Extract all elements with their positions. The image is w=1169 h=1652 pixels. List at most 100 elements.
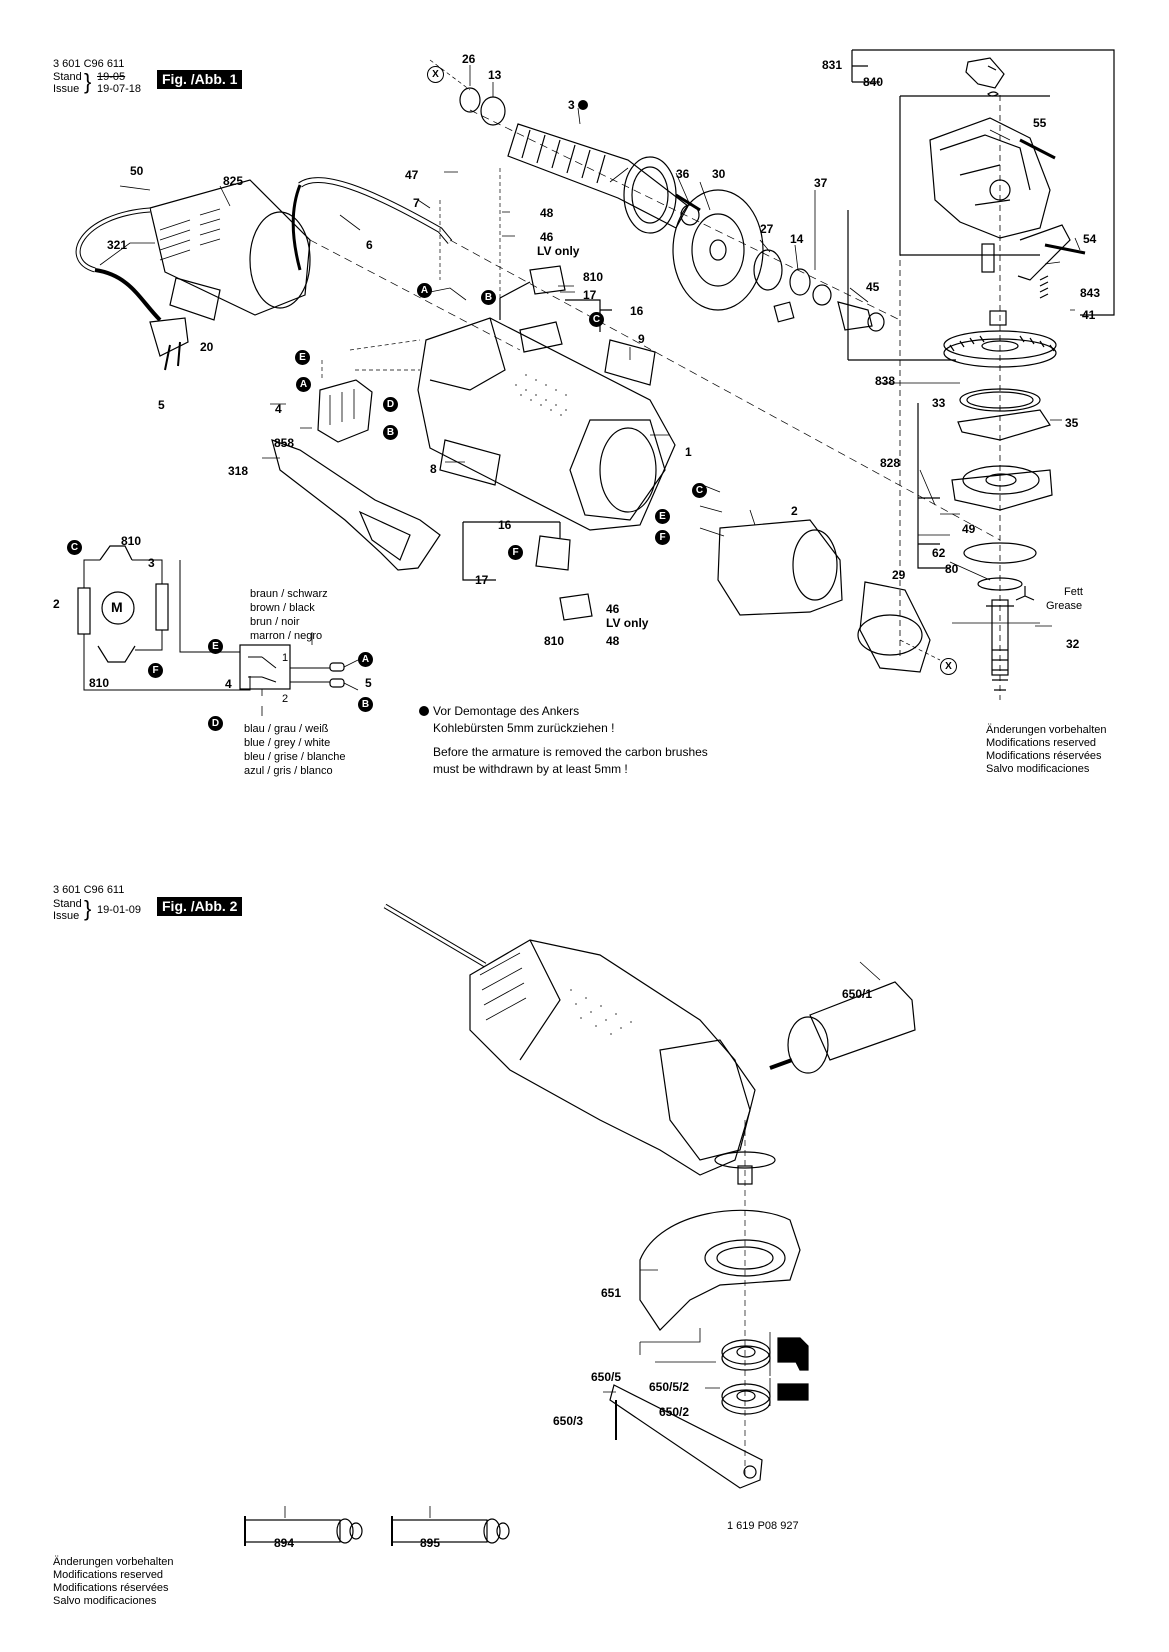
grease-label: Grease bbox=[1046, 600, 1083, 612]
stand-label-2: Stand bbox=[53, 898, 82, 910]
wire-colors-top-0: braun / schwarz bbox=[250, 588, 328, 600]
lv-only-bottom: LV only bbox=[606, 616, 649, 630]
part-4: 4 bbox=[275, 402, 282, 416]
modifications-1-fr: Modifications réservées bbox=[986, 750, 1102, 762]
part-36: 36 bbox=[676, 167, 690, 181]
wiring-2: 2 bbox=[53, 597, 60, 611]
wiring-marker-c: C bbox=[67, 540, 82, 555]
part-37: 37 bbox=[814, 176, 828, 190]
marker-x-top: X bbox=[427, 66, 444, 83]
marker-b-switch: B bbox=[383, 425, 398, 440]
part-810-bottom: 810 bbox=[544, 634, 565, 648]
marker-b-top: B bbox=[481, 290, 496, 305]
part-321: 321 bbox=[107, 238, 128, 252]
part-30: 30 bbox=[712, 167, 726, 181]
brace-1: } bbox=[84, 69, 92, 94]
part-29: 29 bbox=[892, 568, 906, 582]
part-7: 7 bbox=[413, 196, 420, 210]
part-843: 843 bbox=[1080, 286, 1101, 300]
wire-colors-top-1: brown / black bbox=[250, 602, 315, 614]
issue-date-2: 19-01-09 bbox=[97, 904, 142, 916]
part-1: 1 bbox=[685, 445, 692, 459]
modifications-2-es: Salvo modificaciones bbox=[53, 1595, 157, 1607]
wire-colors-bottom-2: bleu / grise / blanche bbox=[244, 751, 346, 763]
part-45: 45 bbox=[866, 280, 880, 294]
modifications-2-fr: Modifications réservées bbox=[53, 1582, 169, 1594]
wiring-5: 5 bbox=[365, 676, 372, 690]
part-50: 50 bbox=[130, 164, 144, 178]
part-33: 33 bbox=[932, 396, 946, 410]
part-651: 651 bbox=[601, 1286, 622, 1300]
modifications-1-de: Änderungen vorbehalten bbox=[986, 724, 1107, 736]
part-9: 9 bbox=[638, 332, 645, 346]
marker-c-top: C bbox=[589, 312, 604, 327]
motor-symbol: M bbox=[111, 599, 123, 615]
wire-colors-bottom-3: azul / gris / blanco bbox=[244, 765, 333, 777]
modifications-1-en: Modifications reserved bbox=[986, 737, 1097, 749]
fig-label-1: Fig. /Abb. 1 bbox=[157, 70, 243, 89]
part-14: 14 bbox=[790, 232, 804, 246]
wiring-810-top: 810 bbox=[121, 534, 142, 548]
wire-colors-top-2: brun / noir bbox=[250, 616, 300, 628]
wiring-marker-d: D bbox=[208, 716, 223, 731]
part-840: 840 bbox=[863, 75, 884, 89]
issue-label-1: Issue bbox=[53, 83, 80, 95]
part-16-top: 16 bbox=[630, 304, 644, 318]
wiring-marker-e: E bbox=[208, 639, 223, 654]
brace-2: } bbox=[84, 896, 92, 921]
part-54: 54 bbox=[1083, 232, 1097, 246]
fett-label: Fett bbox=[1064, 586, 1083, 598]
part-46-top: 46 bbox=[540, 230, 554, 244]
part-number-2: 3 601 C96 611 bbox=[53, 884, 125, 896]
marker-a-switch: A bbox=[296, 377, 311, 392]
part-318: 318 bbox=[228, 464, 249, 478]
part-8: 8 bbox=[430, 462, 437, 476]
wiring-4: 4 bbox=[225, 677, 232, 691]
note-de-1: Vor Demontage des Ankers bbox=[419, 704, 579, 718]
part-47: 47 bbox=[405, 168, 419, 182]
part-55: 55 bbox=[1033, 116, 1047, 130]
lv-only-top: LV only bbox=[537, 244, 580, 258]
marker-d-switch: D bbox=[383, 397, 398, 412]
marker-f-brush: F bbox=[508, 545, 523, 560]
part-6: 6 bbox=[366, 238, 373, 252]
part-49: 49 bbox=[962, 522, 976, 536]
part-650-1: 650/1 bbox=[842, 987, 873, 1001]
part-858: 858 bbox=[274, 436, 295, 450]
part-17-top: 17 bbox=[583, 288, 597, 302]
wire-colors-top-3: marron / negro bbox=[250, 630, 323, 642]
wiring-marker-f: F bbox=[148, 663, 163, 678]
wiring-marker-a: A bbox=[358, 652, 373, 667]
part-35: 35 bbox=[1065, 416, 1079, 430]
part-46-bottom: 46 bbox=[606, 602, 620, 616]
part-650-2: 650/2 bbox=[659, 1405, 690, 1419]
part-810-top: 810 bbox=[583, 270, 604, 284]
note-de-2: Kohlebürsten 5mm zurückziehen ! bbox=[433, 721, 615, 735]
part-13: 13 bbox=[488, 68, 502, 82]
modifications-2-de: Änderungen vorbehalten bbox=[53, 1556, 174, 1568]
part-27: 27 bbox=[760, 222, 774, 236]
part-48-bottom: 48 bbox=[606, 634, 620, 648]
part-650-5-2: 650/5/2 bbox=[649, 1380, 690, 1394]
part-650-3: 650/3 bbox=[553, 1414, 584, 1428]
wiring-marker-b: B bbox=[358, 697, 373, 712]
part-26: 26 bbox=[462, 52, 476, 66]
wire-colors-bottom-1: blue / grey / white bbox=[244, 737, 331, 749]
part-41: 41 bbox=[1082, 308, 1096, 322]
part-825: 825 bbox=[223, 174, 244, 188]
wiring-3: 3 bbox=[148, 556, 155, 570]
fig-label-2: Fig. /Abb. 2 bbox=[157, 897, 243, 916]
part-5: 5 bbox=[158, 398, 165, 412]
stand-date-1: 19-05 bbox=[97, 71, 126, 83]
terminal-2: 2 bbox=[282, 693, 289, 705]
note-en-1: Before the armature is removed the carbo… bbox=[433, 745, 708, 759]
marker-x-bottom: X bbox=[940, 658, 957, 675]
part-20: 20 bbox=[200, 340, 214, 354]
part-16-bottom: 16 bbox=[498, 518, 512, 532]
stand-label-1: Stand bbox=[53, 71, 82, 83]
part-838: 838 bbox=[875, 374, 896, 388]
marker-c-stator: C bbox=[692, 483, 707, 498]
part-17-bottom: 17 bbox=[475, 573, 489, 587]
